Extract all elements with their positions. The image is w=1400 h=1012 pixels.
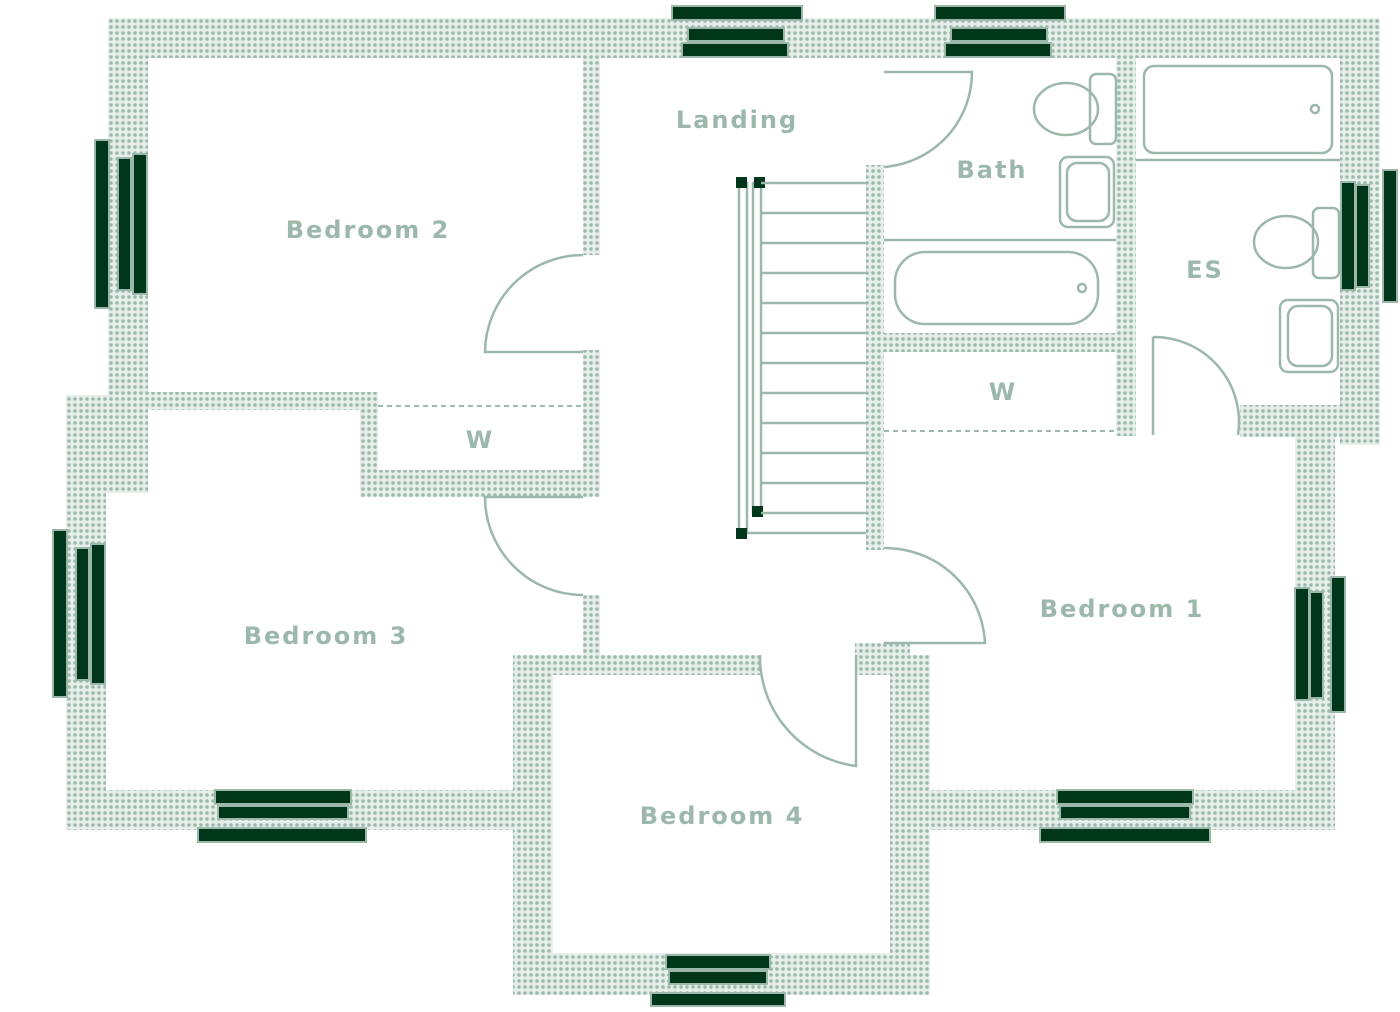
doors bbox=[483, 70, 1241, 768]
walls bbox=[66, 18, 1380, 995]
label-bedroom-4: Bedroom 4 bbox=[640, 802, 805, 830]
window-bottom-1 bbox=[197, 789, 367, 843]
window-right-1 bbox=[1340, 169, 1398, 303]
bathtub-bath bbox=[893, 250, 1100, 326]
label-wardrobe-right: W bbox=[989, 378, 1017, 406]
sink-es bbox=[1278, 298, 1340, 374]
label-bedroom-1: Bedroom 1 bbox=[1040, 595, 1205, 623]
windows bbox=[52, 5, 1398, 1007]
window-bottom-3 bbox=[650, 954, 786, 1007]
label-es: ES bbox=[1186, 256, 1224, 284]
window-top-2 bbox=[934, 5, 1066, 58]
label-wardrobe-left: W bbox=[466, 426, 494, 454]
window-left-1 bbox=[94, 139, 148, 309]
label-landing: Landing bbox=[676, 106, 798, 134]
window-right-2 bbox=[1294, 576, 1346, 713]
room-labels: Landing Bath ES Bedroom 2 W W Bedroom 1 … bbox=[244, 106, 1224, 830]
toilet-es bbox=[1252, 214, 1320, 270]
window-left-2 bbox=[52, 529, 106, 698]
toilet-bath bbox=[1032, 81, 1100, 137]
label-bedroom-3: Bedroom 3 bbox=[244, 622, 409, 650]
sink-bath bbox=[1058, 155, 1116, 229]
window-top-1 bbox=[671, 5, 803, 58]
label-bedroom-2: Bedroom 2 bbox=[286, 216, 451, 244]
fixtures bbox=[378, 64, 1341, 432]
window-bottom-2 bbox=[1039, 789, 1211, 843]
bathtub-es bbox=[1142, 64, 1334, 155]
label-bath: Bath bbox=[956, 156, 1027, 184]
stairs bbox=[736, 177, 866, 539]
